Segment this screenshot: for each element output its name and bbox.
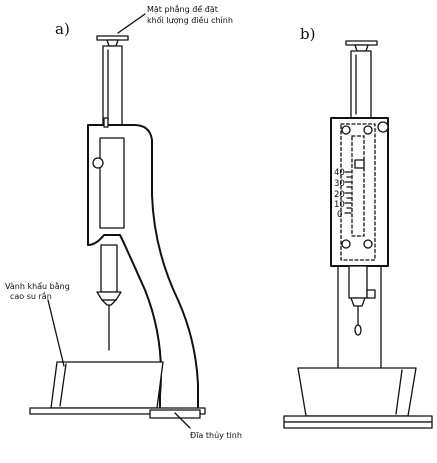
load-plate-b [345,40,378,46]
hidden-rod-b [340,123,376,261]
scale-label-20: 20 [334,190,345,200]
guide-key-a [103,117,109,128]
scale-ticks-b [344,171,352,214]
callout-bottom: Đĩa thủy tinh [190,430,242,440]
needle-holder-tip-a [101,299,117,306]
scale-label-40: 40 [334,168,345,178]
screw-tl-b [341,125,351,135]
load-plate-a [96,35,129,41]
scale-label-0: 0 [337,210,342,220]
mould-edge-a [59,363,67,407]
stand-front-b [330,117,389,267]
scale-label-10: 10 [334,200,345,210]
mould-ring-b [297,367,417,417]
callout-left-line2: cao su rắn [10,291,52,301]
needle-tip-b [354,324,362,336]
plunger-rod-a [102,45,123,126]
callout-line-bottom [174,412,191,429]
frame-window-a [99,137,125,229]
callout-left-line1: Vành khẩu bằng [5,281,70,291]
base-a [149,409,201,419]
screw-tr-b [363,125,373,135]
plunger-rod-b [350,50,372,119]
callout-line-top [117,13,146,34]
hidden-slot-b [351,135,365,237]
callout-top-line1: Mặt phẳng để đặt [147,4,218,15]
scale-pointer-b [354,159,365,169]
base-b [283,421,433,429]
callout-line-left [47,299,65,367]
glass-plate-b [283,415,433,423]
needle-holder-b [350,297,366,307]
lower-rod-b [348,265,368,299]
callout-top-line2: khối lượng điều chỉnh [147,15,233,25]
thumb-screw-b [366,289,376,299]
scale-label-30: 30 [334,179,345,189]
stand-arm-a [87,124,199,411]
mould-ring-a [50,361,164,409]
apparatus-a [29,35,206,419]
screw-br-b [363,239,373,249]
apparatus-b: 40 30 20 10 0 [283,40,433,429]
load-plate-hub-b [354,44,369,52]
clamp-knob-a [92,157,104,169]
needle-holder-a [96,291,122,301]
load-plate-hub-a [106,39,119,47]
screw-bl-b [341,239,351,249]
panel-label-b: b) [300,25,315,43]
clamp-knob-b [377,121,389,133]
lower-rod-a [100,244,118,293]
mould-edge-b [395,369,403,415]
panel-label-a: a) [55,20,70,38]
